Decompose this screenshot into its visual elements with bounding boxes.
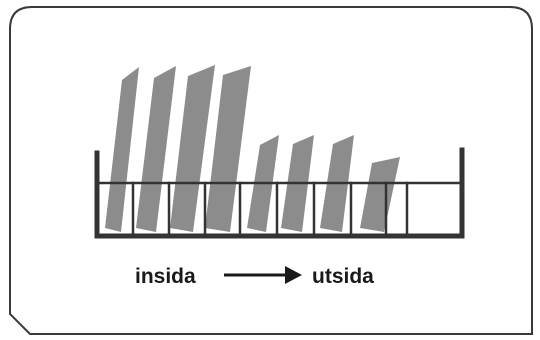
plate-tall-2: [136, 66, 176, 232]
plate-tall-3: [170, 65, 215, 232]
arrow-right-icon: [224, 266, 302, 284]
dish-rack: [94, 147, 465, 239]
plate-short-4: [360, 157, 400, 232]
plate-tall-4: [205, 66, 251, 232]
plate-tall-1: [105, 67, 139, 232]
caption-inside: insida: [135, 265, 196, 288]
caption-outside: utsida: [312, 265, 374, 288]
